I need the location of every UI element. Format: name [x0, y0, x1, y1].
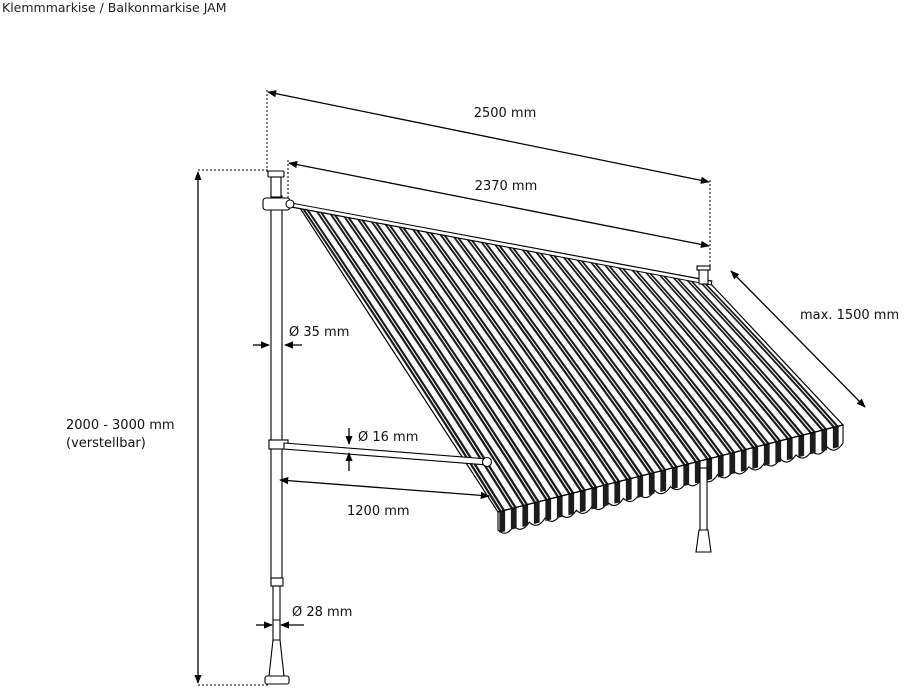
fabric-stripe-highlight [372, 221, 561, 497]
fabric-stripe-highlight [400, 226, 584, 491]
fabric-stripe-highlight [359, 218, 549, 500]
fabric-stripe-highlight [304, 208, 503, 512]
fabric-stripe-highlight [454, 236, 630, 480]
fabric-stripe-highlight [441, 233, 618, 483]
valance-stripe [614, 481, 621, 504]
valance-stripe [683, 463, 690, 487]
valance-stripe [545, 498, 552, 522]
valance-stripe [671, 466, 678, 490]
fabric-stripe-highlight [331, 213, 526, 506]
valance-stripe [510, 507, 517, 530]
fabric-stripe-highlight [482, 241, 653, 474]
valance-stripe [591, 487, 598, 510]
fabric-stripe-highlight [646, 271, 791, 439]
valance-stripe [775, 440, 782, 464]
valance-stripe [568, 492, 575, 516]
label-pole-upper: Ø 35 mm [289, 325, 349, 340]
valance-stripe [798, 434, 805, 458]
fabric-stripe-highlight [536, 251, 699, 462]
fabric-stripe-highlight [427, 231, 607, 486]
label-width-2500: 2500 mm [474, 106, 537, 121]
main-pole [262, 170, 295, 685]
dimension-height [194, 169, 268, 686]
label-arm-length: 1200 mm [347, 504, 410, 519]
fabric-stripe-highlight [564, 256, 722, 457]
valance-stripe [763, 443, 770, 466]
valance-stripe [499, 510, 506, 533]
label-pole-lower: Ø 28 mm [292, 605, 352, 620]
fabric-stripe-highlight [619, 266, 768, 445]
label-width-2370: 2370 mm [475, 179, 538, 194]
valance-stripe [579, 489, 586, 513]
valance-stripe [625, 478, 632, 501]
fabric-stripe-highlight [605, 263, 756, 448]
support-arm [283, 442, 493, 468]
valance [497, 424, 844, 534]
label-height-range: 2000 - 3000 mm [66, 418, 175, 433]
valance-stripe [694, 460, 701, 484]
fabric-stripe-highlight [468, 238, 641, 477]
valance-stripe [602, 484, 609, 507]
dimension-width-2370 [287, 160, 710, 248]
dimension-arm-length [279, 476, 490, 500]
fabric-stripe-highlight [591, 261, 745, 451]
valance-stripe [832, 426, 839, 449]
valance-stripe [648, 472, 655, 495]
valance-stripe [809, 431, 816, 455]
fabric-stripe-highlight [386, 223, 572, 494]
label-height-note: (verstellbar) [66, 436, 146, 451]
valance-stripe [729, 452, 736, 475]
fabric-stripe-highlight [345, 216, 538, 503]
label-projection: max. 1500 mm [800, 308, 899, 323]
fabric-stripe-highlight [632, 268, 779, 442]
right-pole [695, 265, 712, 553]
valance-stripe [706, 458, 713, 481]
valance-stripe [660, 469, 667, 493]
valance-stripe [821, 429, 828, 452]
valance-stripe [556, 495, 563, 519]
valance-stripe [740, 449, 747, 472]
label-arm-diameter: Ø 16 mm [358, 430, 418, 445]
front-edge [497, 424, 844, 513]
valance-stripe [717, 455, 724, 478]
page-title: Klemmmarkise / Balkonmarkise JAM [2, 0, 227, 15]
valance-stripe [786, 437, 793, 461]
fabric-stripe-highlight [578, 258, 733, 454]
fabric-stripe-highlight [318, 211, 515, 509]
dimension-projection [730, 270, 866, 408]
fabric-stripe-highlight [495, 243, 664, 471]
fabric-stripe-highlight [413, 228, 595, 489]
valance-stripe [637, 475, 644, 498]
valance-stripe [522, 504, 529, 527]
valance-stripe [533, 501, 540, 524]
fabric-stripe-highlight [509, 246, 676, 468]
fabric-stripe-highlight [523, 248, 687, 465]
fabric-stripe-highlight [550, 253, 710, 460]
valance-stripe [752, 446, 759, 469]
